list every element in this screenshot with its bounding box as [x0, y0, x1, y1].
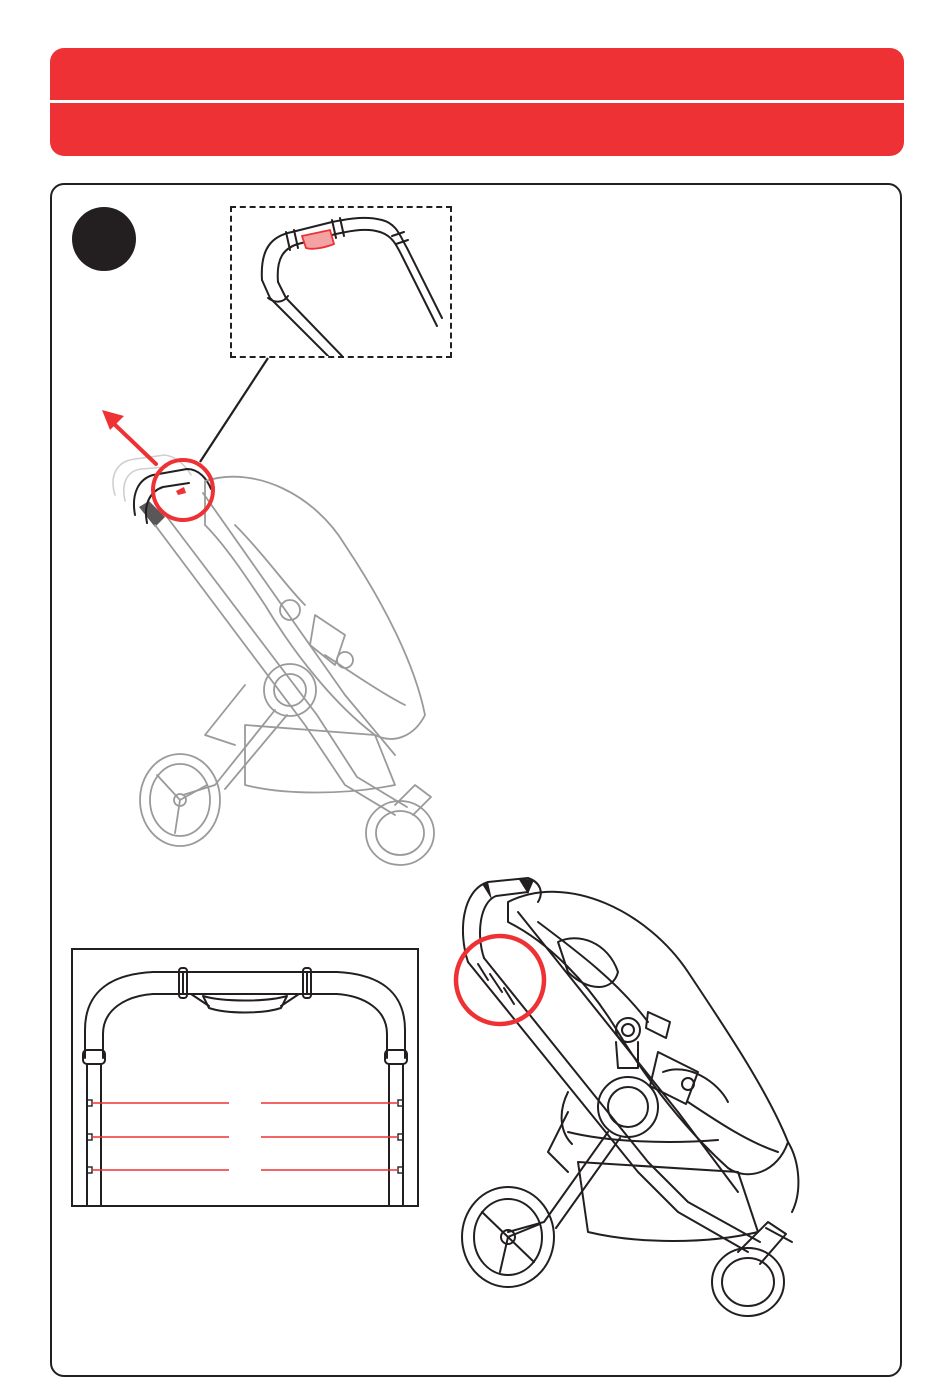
handle-positions-inset [71, 948, 419, 1207]
handlebar-positions-illustration [73, 950, 417, 1205]
header-band-top [50, 48, 904, 100]
header-banner [50, 48, 904, 156]
step-badge-icon [72, 207, 136, 271]
release-button-highlight-icon [148, 455, 218, 525]
handlebar-detail-illustration [232, 208, 450, 356]
position-markers [87, 1100, 403, 1173]
release-button-highlight [302, 230, 334, 249]
handle-position-highlight-icon [450, 930, 550, 1030]
header-band-bottom [50, 103, 904, 156]
zoom-inset [230, 206, 452, 358]
